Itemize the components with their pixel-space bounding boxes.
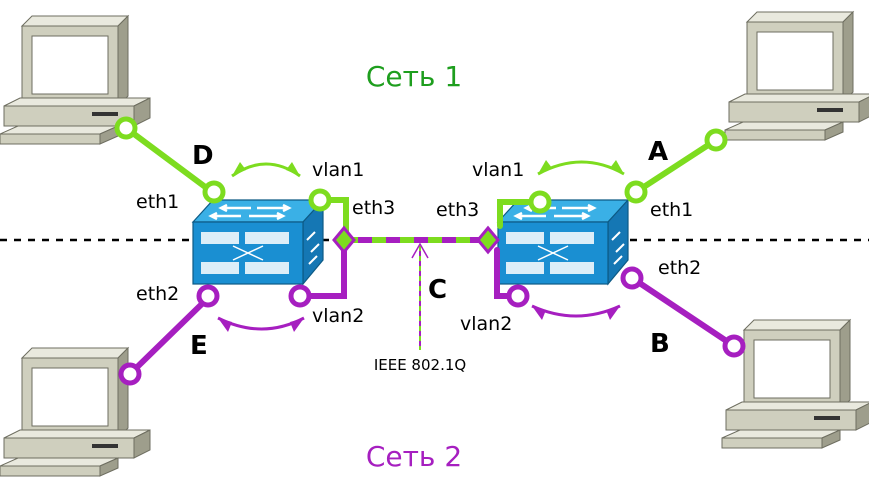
left-eth3-label: eth3 bbox=[352, 197, 395, 219]
trunk-label-C: C bbox=[428, 275, 447, 305]
host-label-B: B bbox=[650, 329, 670, 359]
left-vlan2-label: vlan2 bbox=[312, 305, 364, 327]
host-label-E: E bbox=[190, 331, 208, 361]
switch-icon bbox=[496, 198, 630, 286]
left-eth2-label: eth2 bbox=[136, 283, 179, 305]
switch-icon bbox=[191, 198, 325, 286]
trunk-protocol-label: IEEE 802.1Q bbox=[374, 356, 466, 374]
left-eth1-label: eth1 bbox=[136, 191, 179, 213]
host-label-D: D bbox=[192, 141, 214, 171]
host-label-A: A bbox=[648, 137, 668, 167]
right-vlan1-label: vlan1 bbox=[472, 159, 524, 181]
right-eth2-label: eth2 bbox=[658, 257, 701, 279]
network-2-label: Сеть 2 bbox=[366, 440, 462, 473]
computer-icon bbox=[724, 11, 869, 141]
right-eth3-label: eth3 bbox=[436, 199, 479, 221]
left-vlan1-label: vlan1 bbox=[312, 159, 364, 181]
computer-icon bbox=[721, 319, 869, 449]
network-1-label: Сеть 1 bbox=[366, 60, 462, 93]
right-vlan2-label: vlan2 bbox=[460, 313, 512, 335]
right-eth1-label: eth1 bbox=[650, 199, 693, 221]
